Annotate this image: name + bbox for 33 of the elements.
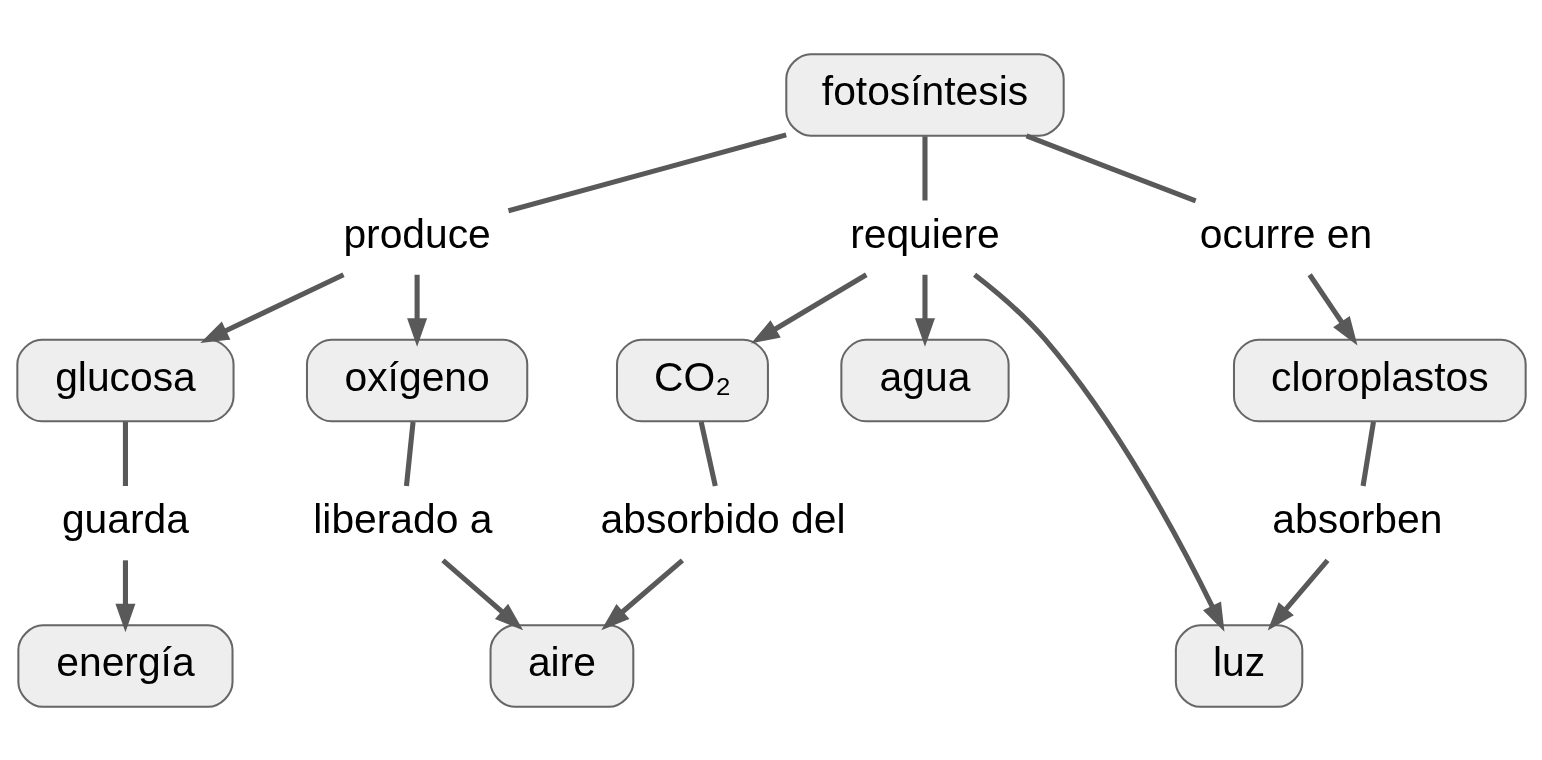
arrow [406,274,427,347]
connector [507,131,787,213]
node-box: luz [1174,623,1303,708]
node-box: fotosíntesis [784,52,1065,137]
connector [921,135,928,200]
node-box: cloroplastos [1232,338,1527,422]
arrow [750,272,868,343]
arrow [199,271,345,343]
node-text: ocurre en [1199,210,1372,257]
node-box: oxígeno [305,338,528,422]
node-text: absorbido del [600,495,845,542]
node-box: energía [16,623,234,708]
connector [1025,133,1197,203]
connector [1360,421,1376,486]
arrow [114,559,135,632]
connector [403,421,416,486]
node-text: requiere [849,210,1000,257]
connector [122,421,128,486]
node-box: glucosa [15,338,235,422]
arrow [600,557,684,630]
node-box: aire [489,623,634,708]
arrow [1307,272,1357,345]
arrow [914,274,935,347]
arrow [440,557,523,630]
node-text: guarda [61,495,189,542]
node-text: absorben [1271,495,1442,542]
node-box: agua [839,338,1010,422]
node-text: liberado a [312,495,492,542]
connector [698,420,718,487]
node-text: produce [342,210,491,257]
node-box: CO₂ [615,338,769,422]
arrow [972,272,1224,632]
arrow [1267,558,1329,630]
